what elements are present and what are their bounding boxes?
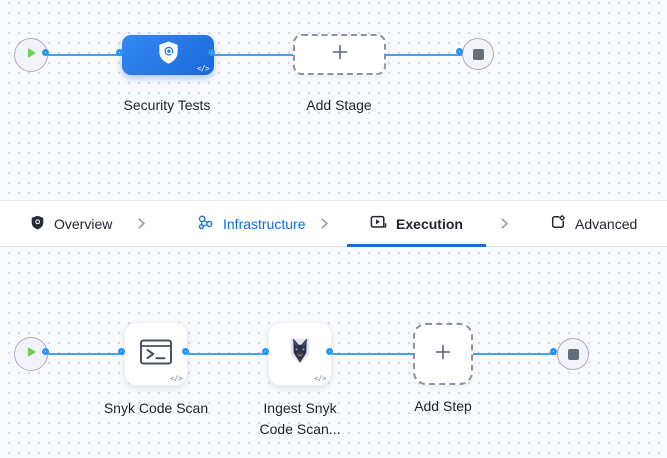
stop-icon xyxy=(567,348,579,360)
terminal-icon xyxy=(139,337,173,372)
snyk-dog-icon xyxy=(284,335,316,373)
tab-execution[interactable]: Execution xyxy=(347,201,486,246)
stage-graph-edge xyxy=(48,53,462,56)
connector-dot xyxy=(181,347,189,355)
tab-advanced[interactable]: Advanced xyxy=(550,201,637,246)
chevron-right-icon xyxy=(317,216,332,236)
execution-end-node xyxy=(557,338,589,370)
plus-icon xyxy=(433,342,453,367)
tab-infrastructure-label: Infrastructure xyxy=(223,215,306,232)
connector-dot xyxy=(115,48,123,56)
connector-dot xyxy=(455,47,463,55)
connector-dot xyxy=(261,347,269,355)
add-stage-button[interactable] xyxy=(293,34,386,75)
tab-execution-label: Execution xyxy=(396,215,463,232)
code-icon: </> xyxy=(169,374,183,383)
connector-dot xyxy=(207,48,215,56)
stage-label: Security Tests xyxy=(123,97,211,113)
shield-overview-icon xyxy=(30,215,45,233)
add-step-button[interactable] xyxy=(413,323,473,385)
tab-advanced-label: Advanced xyxy=(575,215,638,232)
tab-overview[interactable]: Overview xyxy=(30,201,112,246)
connector-dot xyxy=(117,347,125,355)
step-node-ingest-snyk[interactable]: </> xyxy=(268,322,332,386)
play-icon xyxy=(25,345,37,363)
connector-dot xyxy=(325,347,333,355)
infrastructure-icon xyxy=(197,214,214,234)
chevron-right-icon xyxy=(497,216,512,236)
connector-dot xyxy=(549,347,557,355)
stop-icon xyxy=(472,48,484,60)
add-stage-label: Add Stage xyxy=(306,97,372,113)
add-step-label: Add Step xyxy=(414,398,472,414)
step-label: Snyk Code Scan xyxy=(103,400,209,416)
advanced-gear-icon xyxy=(550,214,566,233)
connector-dot xyxy=(41,347,49,355)
connector-dot xyxy=(41,48,49,56)
stage-end-node xyxy=(462,38,494,70)
code-icon: </> xyxy=(196,64,210,73)
plus-icon xyxy=(330,42,350,67)
play-icon xyxy=(25,46,37,64)
chevron-right-icon xyxy=(134,216,149,236)
execution-icon xyxy=(370,214,387,234)
security-shield-scan-icon xyxy=(156,40,181,70)
active-tab-underline xyxy=(347,244,486,247)
step-node-snyk-code-scan[interactable]: </> xyxy=(124,322,188,386)
stage-tab-bar: Overview Infrastructure xyxy=(0,200,667,247)
stage-node-security-tests[interactable]: </> xyxy=(122,35,214,75)
tab-infrastructure[interactable]: Infrastructure xyxy=(197,201,305,246)
code-icon: </> xyxy=(313,374,327,383)
tab-overview-label: Overview xyxy=(54,215,113,232)
step-label: Ingest Snyk Code Scan... xyxy=(259,400,341,437)
